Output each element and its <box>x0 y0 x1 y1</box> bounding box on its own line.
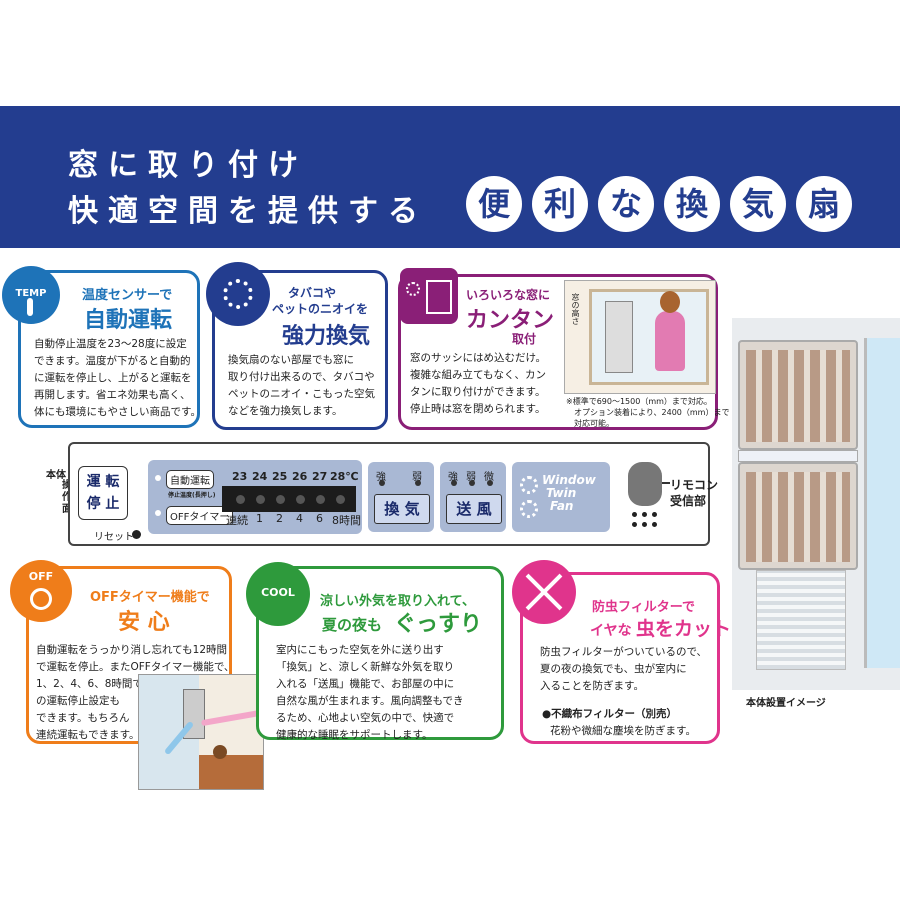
feature-timer-subtitle: OFFタイマー機能で <box>90 590 210 605</box>
install-note: ※標準で690～1500（mm）まで対応。オプション装着により、2400（mm）… <box>566 397 730 428</box>
reset-button[interactable] <box>132 530 141 539</box>
feature-timer-title: 安 心 <box>118 610 170 635</box>
feature-filter-note: ●不織布フィルター（別売）花粉や微細な塵埃を防ぎます。 <box>542 708 696 737</box>
led-indicator <box>256 495 265 504</box>
temp-label: 25 <box>272 470 288 483</box>
feature-power-subtitle-1: タバコや <box>288 286 337 300</box>
timer-label: 4 <box>296 512 303 525</box>
feature-auto-text: 自動停止温度を23～28度に設定できます。温度が下がると自動的に運転を停止し、上… <box>34 338 201 418</box>
feature-easy-subtitle: いろいろな窓に <box>466 288 551 302</box>
product-image <box>732 318 900 690</box>
remote-label-1: リモコン <box>670 478 719 492</box>
temp-label: 28℃ <box>330 470 359 483</box>
blow-strong-label: 強 <box>448 472 458 483</box>
banner-line-1: 窓に取り付け <box>68 148 308 183</box>
temp-label: 24 <box>252 470 268 483</box>
auto-indicator <box>155 475 161 481</box>
run-stop-button[interactable]: 運 転停 止 <box>78 466 128 520</box>
remote-label-2: 受信部 <box>670 494 707 508</box>
timer-label: 2 <box>276 512 283 525</box>
banner-char-circle: 便 <box>466 176 522 232</box>
feature-cool-title-a: 夏の夜も <box>322 616 383 634</box>
banner-char-circle: 利 <box>532 176 588 232</box>
banner-char-circle: 扇 <box>796 176 852 232</box>
install-illustration: 窓の高さ <box>564 280 716 394</box>
feature-filter-title-a: イヤな <box>590 623 632 639</box>
blow-faint-label: 微 <box>484 472 494 483</box>
feature-cool-subtitle: 涼しい外気を取り入れて、 <box>320 594 475 609</box>
timer-label: 8時間 <box>332 514 361 527</box>
feature-filter-text: 防虫フィルターがついているので、夏の夜の換気でも、虫が室内に入ることを防ぎます。 <box>540 646 708 692</box>
fan-icon <box>206 262 270 326</box>
vent-weak-indicator <box>415 480 421 486</box>
vent-strong-indicator <box>379 480 385 486</box>
feature-easy-text: 窓のサッシにはめ込むだけ。複雑な組み立てもなく、カンタンに取り付けができます。停… <box>410 352 546 415</box>
fan-logo-icon <box>520 476 538 494</box>
banner-char-circle: な <box>598 176 654 232</box>
remote-pointer <box>662 482 670 484</box>
feature-timer-text: 自動運転をうっかり消し忘れても12時間で運転を停止。またOFFタイマー機能で、1… <box>36 644 235 741</box>
bedroom-illustration <box>138 674 264 790</box>
panel-side-label: 本体 操作面 <box>46 470 72 515</box>
feature-auto-subtitle: 温度センサーで <box>82 288 173 303</box>
feature-filter-subtitle: 防虫フィルターで <box>592 600 695 615</box>
temp-label: 27 <box>312 470 328 483</box>
led-indicator <box>336 495 345 504</box>
product-caption: 本体設置イメージ <box>746 698 826 709</box>
timer-icon: OFF <box>10 560 72 622</box>
vent-strong-label: 強 <box>376 472 386 483</box>
banner-char-circle: 換 <box>664 176 720 232</box>
led-indicator <box>296 495 305 504</box>
banner-line-2: 快適空間を提供する <box>68 194 428 229</box>
window-icon <box>400 268 458 324</box>
blow-weak-indicator <box>469 480 475 486</box>
remote-sensor <box>628 462 662 506</box>
feature-filter-title-b: 虫をカット <box>636 618 732 640</box>
temp-label: 26 <box>292 470 308 483</box>
led-indicator <box>236 495 245 504</box>
blow-faint-indicator <box>487 480 493 486</box>
fan-logo-icon <box>520 500 538 518</box>
vent-button[interactable]: 換 気 <box>374 494 430 524</box>
speaker-grille-icon <box>632 512 662 536</box>
no-bug-icon <box>512 560 576 624</box>
feature-easy-title-suffix: 取付 <box>512 332 537 346</box>
brand-area <box>512 462 610 532</box>
timer-label: 6 <box>316 512 323 525</box>
cool-fan-icon: COOL <box>246 562 310 626</box>
feature-power-title: 強力換気 <box>282 324 371 349</box>
feature-auto-title: 自動運転 <box>84 308 173 333</box>
temp-label: 23 <box>232 470 248 483</box>
blow-weak-label: 弱 <box>466 472 476 483</box>
feature-power-subtitle-2: ペットのニオイを <box>272 302 369 316</box>
thermometer-icon: TEMP <box>2 266 60 324</box>
feature-cool-title-b: ぐっすり <box>394 612 483 637</box>
window-height-label: 窓の高さ <box>571 293 580 325</box>
off-timer-button[interactable]: OFFタイマー <box>166 506 234 525</box>
feature-cool-text: 室内にこもった空気を外に送り出す「換気」と、涼しく新鮮な外気を取り入れる「送風」… <box>276 644 464 741</box>
feature-power-text: 換気扇のない部屋でも窓に取り付け出来るので、タバコやペットのニオイ・こもった空気… <box>228 354 375 417</box>
reset-label: リセット <box>94 532 134 543</box>
stop-temp-label: 停止温度(長押し) <box>168 492 216 499</box>
timer-label: 連続 <box>226 514 248 527</box>
blow-strong-indicator <box>451 480 457 486</box>
banner-char-circle: 気 <box>730 176 786 232</box>
auto-run-button[interactable]: 自動運転 <box>166 470 214 489</box>
feature-easy-title: カンタン <box>466 308 555 333</box>
vent-weak-label: 弱 <box>412 472 422 483</box>
timer-label: 1 <box>256 512 263 525</box>
timer-indicator <box>155 510 161 516</box>
led-indicator <box>276 495 285 504</box>
blow-button[interactable]: 送 風 <box>446 494 502 524</box>
led-indicator <box>316 495 325 504</box>
